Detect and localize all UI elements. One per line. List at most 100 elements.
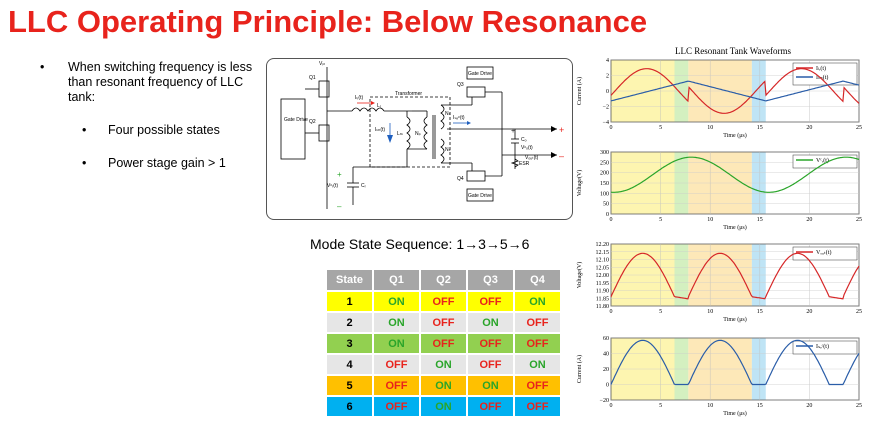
x-axis-label: Time (μs) xyxy=(723,410,747,417)
ilr-curve xyxy=(610,68,860,114)
y-tick-label: 4 xyxy=(606,58,609,64)
x-tick-label: 0 xyxy=(610,125,613,131)
waveforms-title: LLC Resonant Tank Waveforms xyxy=(675,46,792,56)
bullet-dot: • xyxy=(40,60,45,74)
x-tick-label: 0 xyxy=(610,403,613,409)
header-q1: Q1 xyxy=(372,268,421,292)
q1-label: Q1 xyxy=(309,75,316,81)
q3-cell: ON xyxy=(466,311,515,334)
q3-cell: OFF xyxy=(466,395,515,418)
ns-bottom-label: Nₛ xyxy=(445,147,451,153)
y-tick-label: 60 xyxy=(603,336,609,342)
q4-label: Q4 xyxy=(457,176,464,182)
x-tick-label: 20 xyxy=(806,217,812,223)
bullet-sub-2-text: Power stage gain > 1 xyxy=(108,156,226,170)
legend-box xyxy=(792,246,858,261)
legend-entry: Iₛₑᶜ(t) xyxy=(816,343,829,350)
state-cell: 6 xyxy=(325,395,374,418)
y-tick-label: 300 xyxy=(600,150,609,156)
y-tick-label: 0 xyxy=(606,212,609,218)
legend-entry: Vᶜᵣ(t) xyxy=(816,157,829,164)
header-q4: Q4 xyxy=(513,268,562,292)
y-tick-label: 12.10 xyxy=(596,258,610,264)
y-tick-label: −2 xyxy=(603,105,609,111)
q4-cell: ON xyxy=(513,290,562,313)
isec-label: Iₛₑᶜ(t) xyxy=(453,115,465,121)
y-tick-label: 11.85 xyxy=(596,296,609,302)
gate-drive-left-label: Gate Drive xyxy=(284,117,308,123)
bullet-sub-1: • Four possible states xyxy=(36,123,266,138)
x-tick-label: 25 xyxy=(856,403,862,409)
vout-plus: + xyxy=(559,125,564,135)
x-tick-label: 0 xyxy=(610,309,613,315)
state-cell: 3 xyxy=(325,332,374,355)
header-q2: Q2 xyxy=(419,268,468,292)
vco-plus: + xyxy=(511,128,515,135)
x-tick-label: 20 xyxy=(806,309,812,315)
cr-label: Cᵣ xyxy=(361,183,367,189)
q3-cell: OFF xyxy=(466,332,515,355)
vcr-minus: – xyxy=(337,202,342,211)
y-tick-label: 200 xyxy=(600,171,609,177)
y-tick-label: −20 xyxy=(600,398,609,404)
y-tick-label: 2 xyxy=(606,74,609,80)
q3-label: Q3 xyxy=(457,82,464,88)
y-tick-label: 100 xyxy=(600,191,609,197)
x-axis-label: Time (μs) xyxy=(723,316,747,323)
q1-cell: ON xyxy=(372,290,421,313)
y-tick-label: 12.20 xyxy=(596,242,610,248)
vcr-label: Vᶜᵣ(t) xyxy=(327,183,338,189)
x-tick-label: 5 xyxy=(659,309,662,315)
slide-title: LLC Operating Principle: Below Resonance xyxy=(8,4,648,39)
x-tick-label: 5 xyxy=(659,125,662,131)
bullet-sub-1-text: Four possible states xyxy=(108,123,220,137)
lr-label: Lᵣ xyxy=(377,103,382,109)
bullet-sub-2: • Power stage gain > 1 xyxy=(36,156,266,171)
gate-drive-top-label: Gate Drive xyxy=(468,71,492,77)
bullet-main-text: When switching frequency is less than re… xyxy=(68,60,253,104)
mode-state-sequence: Mode State Sequence: 1→3→5→6 xyxy=(310,236,530,252)
q3-cell: OFF xyxy=(466,290,515,313)
q2-cell: ON xyxy=(419,395,468,418)
q3-cell: ON xyxy=(466,374,515,397)
y-axis-label: Voltage(V) xyxy=(576,262,583,289)
transformer-label: Transformer xyxy=(395,91,422,97)
bullet-dot: • xyxy=(82,123,87,137)
bullet-list: • When switching frequency is less than r… xyxy=(36,60,266,171)
isec-curve xyxy=(610,339,860,386)
header-q3: Q3 xyxy=(466,268,515,292)
x-tick-label: 0 xyxy=(610,217,613,223)
bullet-dot: • xyxy=(82,156,87,170)
state-cell: 1 xyxy=(325,290,374,313)
q3-cell: OFF xyxy=(466,353,515,376)
y-tick-label: 11.90 xyxy=(596,289,609,295)
q2-cell: OFF xyxy=(419,332,468,355)
q4-cell: OFF xyxy=(513,332,562,355)
x-tick-label: 20 xyxy=(806,403,812,409)
llc-circuit-diagram: Vᵢₙ Q1 Q2 Gate Drive Gate Drive Gate Dri… xyxy=(266,58,573,220)
q1-cell: OFF xyxy=(372,353,421,376)
q4-cell: ON xyxy=(513,353,562,376)
state-cell: 4 xyxy=(325,353,374,376)
q1-cell: ON xyxy=(372,332,421,355)
vout-curve xyxy=(610,252,860,300)
ilm-curve xyxy=(610,80,860,102)
ilm-label: Iₗₘ(t) xyxy=(375,127,385,133)
x-tick-label: 5 xyxy=(659,217,662,223)
y-axis-label: Current (A) xyxy=(576,77,583,105)
co-label: Cₒ xyxy=(521,137,527,143)
y-tick-label: 150 xyxy=(600,181,609,187)
header-state: State xyxy=(325,268,374,292)
x-tick-label: 15 xyxy=(757,403,763,409)
x-tick-label: 25 xyxy=(856,217,862,223)
x-tick-label: 15 xyxy=(757,309,763,315)
x-tick-label: 15 xyxy=(757,217,763,223)
legend-box xyxy=(792,154,858,169)
q4-cell: OFF xyxy=(513,374,562,397)
ns-top-label: Nₛ xyxy=(445,111,451,117)
